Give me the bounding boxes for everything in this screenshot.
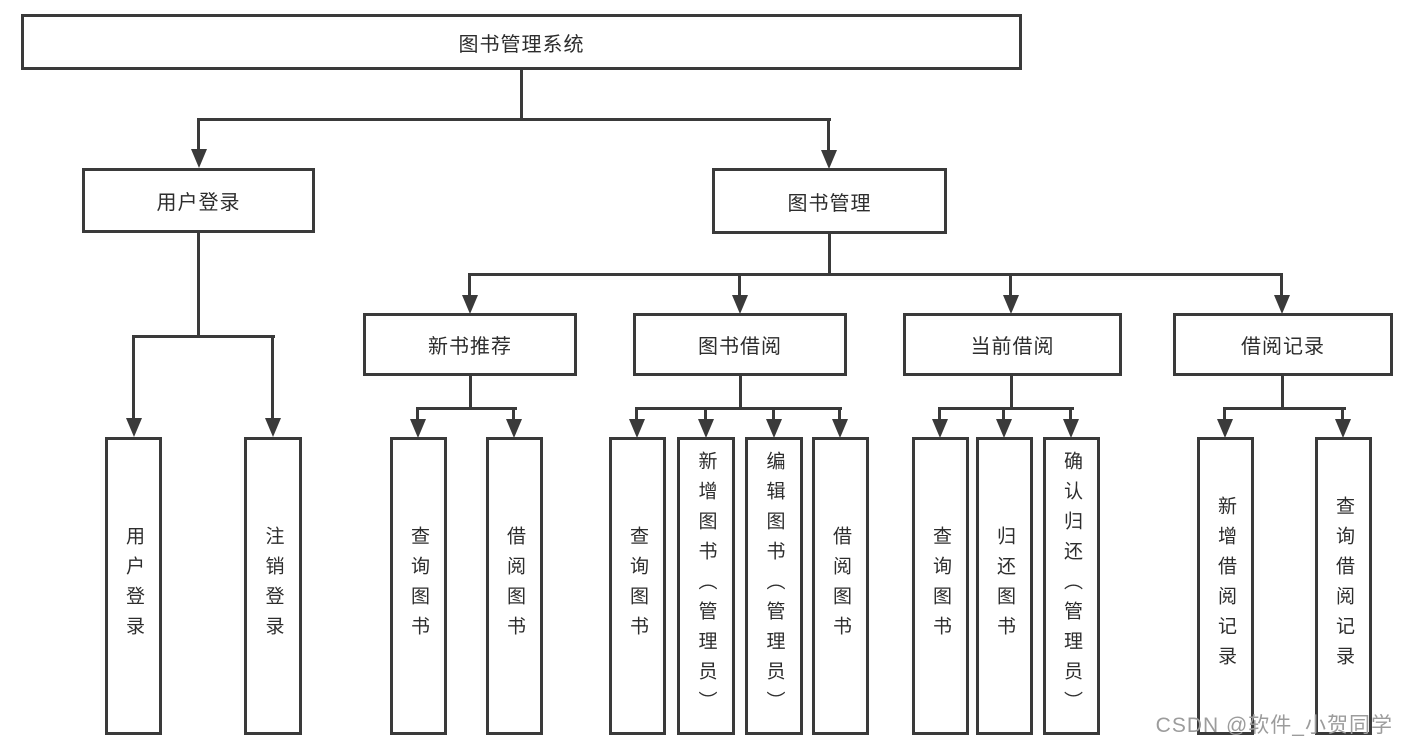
leaf-user-login: 用户登录	[105, 437, 162, 735]
arrowhead-icon	[932, 419, 948, 438]
arrowhead-icon	[410, 419, 426, 438]
arrowhead-icon	[462, 295, 478, 314]
arrow-to-confirm-return	[1063, 407, 1079, 438]
leaf-label: 注销登录	[262, 526, 284, 646]
leaf-label: 新增图书（管理员）	[695, 451, 717, 721]
node-label: 当前借阅	[970, 336, 1055, 358]
node-label: 借阅记录	[1241, 336, 1325, 358]
node-book-management: 图书管理	[712, 168, 947, 234]
arrowhead-icon	[1335, 419, 1351, 438]
leaf-label: 新增借阅记录	[1215, 496, 1236, 676]
arrowhead-icon	[821, 150, 837, 169]
connector-root-stem	[520, 70, 523, 118]
connector-borrowing-branch	[635, 407, 842, 410]
node-current-borrowing: 当前借阅	[903, 313, 1122, 376]
arrow-to-query-borrow-record	[1335, 407, 1351, 438]
leaf-return-books: 归还图书	[976, 437, 1033, 735]
arrow-to-return-books	[996, 407, 1012, 438]
leaf-confirm-return-admin: 确认归还（管理员）	[1043, 437, 1100, 735]
connector-records-stem	[1281, 376, 1284, 410]
connector-root-branch	[197, 118, 831, 121]
arrowhead-icon	[996, 419, 1012, 438]
leaf-query-books-current: 查询图书	[912, 437, 969, 735]
connector-user-login-branch	[132, 335, 275, 338]
arrow-to-query-books-2	[629, 407, 645, 438]
arrow-to-book-management	[821, 118, 837, 169]
leaf-label: 归还图书	[994, 526, 1015, 646]
leaf-query-books-borrowing: 查询图书	[609, 437, 666, 735]
leaf-label: 查询借阅记录	[1333, 496, 1354, 676]
connector-current-branch	[938, 407, 1074, 410]
leaf-label: 查询图书	[930, 526, 951, 646]
connector-user-login-stem	[197, 233, 200, 338]
arrowhead-icon	[1063, 419, 1079, 438]
csdn-watermark: CSDN @软件_小贺同学	[1155, 714, 1393, 737]
arrow-to-book-borrowing	[732, 273, 748, 314]
connector-records-branch	[1224, 407, 1346, 410]
arrow-to-logout-leaf	[265, 335, 281, 437]
arrow-to-add-books	[698, 407, 714, 438]
leaf-label: 确认归还（管理员）	[1061, 451, 1082, 721]
arrowhead-icon	[126, 418, 142, 437]
arrowhead-icon	[1003, 295, 1019, 314]
connector-current-stem	[1010, 376, 1013, 410]
arrowhead-icon	[1217, 419, 1233, 438]
node-label: 图书管理	[787, 192, 872, 215]
leaf-add-books-admin: 新增图书（管理员）	[677, 437, 735, 735]
arrowhead-icon	[766, 419, 782, 438]
leaf-label: 查询图书	[408, 526, 429, 646]
node-library-management-system: 图书管理系统	[21, 14, 1022, 70]
leaf-edit-books-admin: 编辑图书（管理员）	[745, 437, 803, 735]
leaf-label: 查询图书	[627, 526, 648, 646]
arrow-to-borrow-books-2	[832, 407, 848, 438]
leaf-add-borrow-record: 新增借阅记录	[1197, 437, 1254, 735]
arrowhead-icon	[732, 295, 748, 314]
leaf-label: 用户登录	[123, 526, 144, 646]
node-label: 图书借阅	[698, 336, 782, 358]
arrow-to-login-leaf	[126, 335, 142, 437]
leaf-label: 借阅图书	[830, 526, 851, 646]
arrow-to-user-login	[191, 118, 207, 168]
arrow-to-current-borrowing	[1003, 273, 1019, 314]
arrowhead-icon	[265, 418, 281, 437]
leaf-label: 编辑图书（管理员）	[763, 451, 785, 721]
leaf-label: 借阅图书	[504, 526, 525, 646]
leaf-logout: 注销登录	[244, 437, 302, 735]
node-user-login: 用户登录	[82, 168, 315, 233]
arrowhead-icon	[698, 419, 714, 438]
node-label: 用户登录	[156, 192, 241, 214]
connector-book-management-branch	[468, 273, 1283, 276]
arrow-to-add-borrow-record	[1217, 407, 1233, 438]
node-new-book-recommendation: 新书推荐	[363, 313, 577, 376]
arrowhead-icon	[832, 419, 848, 438]
node-borrowing-records: 借阅记录	[1173, 313, 1393, 376]
arrowhead-icon	[191, 149, 207, 168]
arrowhead-icon	[629, 419, 645, 438]
connector-book-management-stem	[828, 234, 831, 276]
leaf-query-books-recommend: 查询图书	[390, 437, 447, 735]
connector-recommendation-branch	[417, 407, 517, 410]
connector-recommendation-stem	[469, 376, 472, 410]
arrow-to-query-books-3	[932, 407, 948, 438]
node-label: 图书管理系统	[458, 33, 585, 56]
arrow-to-edit-books	[766, 407, 782, 438]
leaf-borrow-books-recommend: 借阅图书	[486, 437, 543, 735]
arrow-to-new-book-recommendation	[462, 273, 478, 314]
leaf-borrow-books-borrowing: 借阅图书	[812, 437, 869, 735]
arrow-to-borrow-books-1	[506, 407, 522, 438]
arrowhead-icon	[1274, 295, 1290, 314]
connector-borrowing-stem	[739, 376, 742, 410]
arrowhead-icon	[506, 419, 522, 438]
arrow-to-borrowing-records	[1274, 273, 1290, 314]
arrow-to-query-books-1	[410, 407, 426, 438]
node-label: 新书推荐	[428, 336, 512, 358]
leaf-query-borrow-record: 查询借阅记录	[1315, 437, 1372, 735]
node-book-borrowing: 图书借阅	[633, 313, 847, 376]
